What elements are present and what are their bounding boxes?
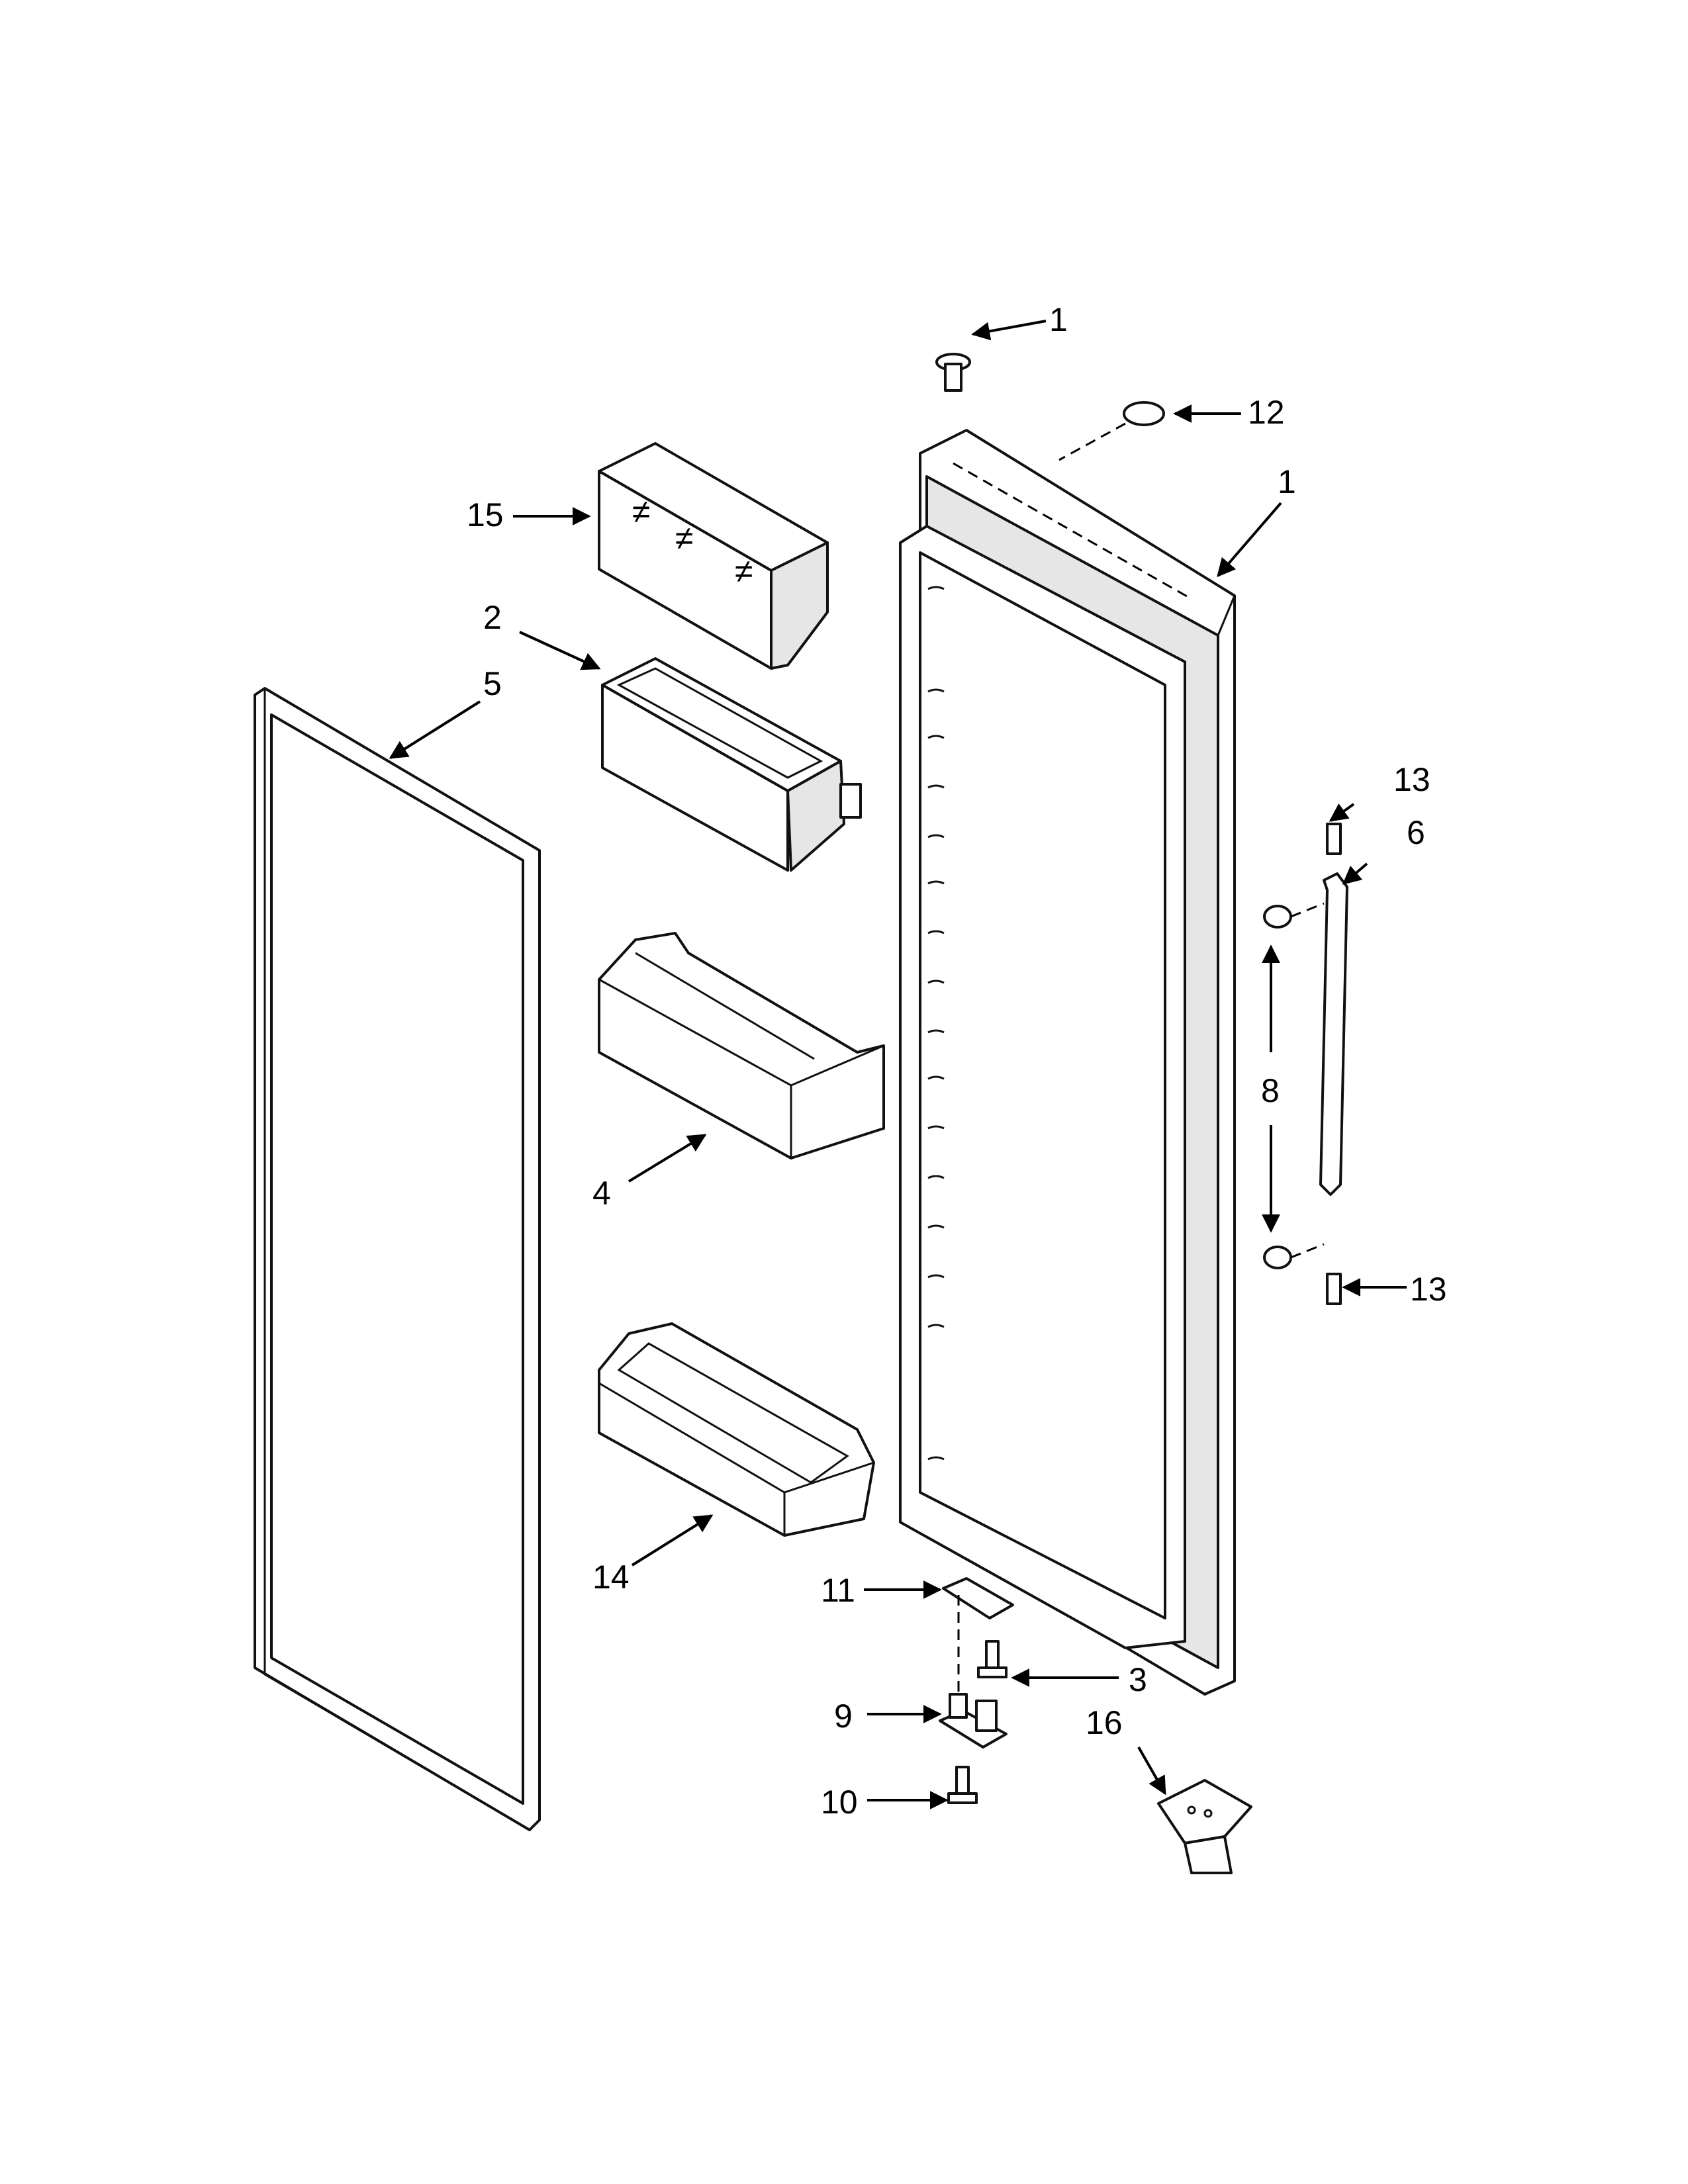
callout-10: 10 [821,1784,858,1821]
svg-text:≠: ≠ [632,493,650,530]
door-handle [1263,823,1348,1305]
leader-lines [389,320,1407,1809]
lower-hinge [939,1693,1008,1749]
door-bin-lower [598,1322,875,1537]
callout-8: 8 [1261,1072,1280,1109]
hinge-screw [977,1640,1008,1678]
door-bin-upper [601,657,862,872]
callout-3: 3 [1129,1661,1147,1698]
callout-16: 16 [1086,1704,1123,1741]
callout-14: 14 [592,1559,630,1596]
washer [1058,401,1165,461]
hinge-shim [942,1577,1014,1707]
callout-1: 1 [1278,463,1296,500]
door-bin-cover: ≠ ≠ ≠ [598,442,829,670]
callout-15: 15 [467,496,504,533]
callout-4: 4 [592,1175,611,1212]
callout-13-top: 13 [1393,761,1430,798]
hinge-bolt [947,1766,978,1804]
callout-11: 11 [821,1572,855,1609]
door-gasket [254,687,541,1831]
callout-labels: 1 12 1 15 2 5 13 6 8 4 13 14 11 3 16 9 1… [467,301,1447,1821]
callout-5: 5 [483,665,502,702]
callout-12: 12 [1248,394,1285,431]
svg-text:≠: ≠ [735,553,753,590]
refrigerator-door [899,429,1236,1696]
callout-9: 9 [834,1698,853,1735]
callout-6: 6 [1407,814,1425,851]
door-shelf-bin [598,932,885,1160]
hinge-pin [935,353,971,392]
hinge-cover [1157,1779,1252,1874]
callout-7: 1 [1049,301,1068,338]
door-rail-tabs [927,586,945,1461]
svg-text:≠: ≠ [675,520,693,557]
callout-2: 2 [483,599,502,636]
callout-13-bottom: 13 [1410,1271,1447,1308]
